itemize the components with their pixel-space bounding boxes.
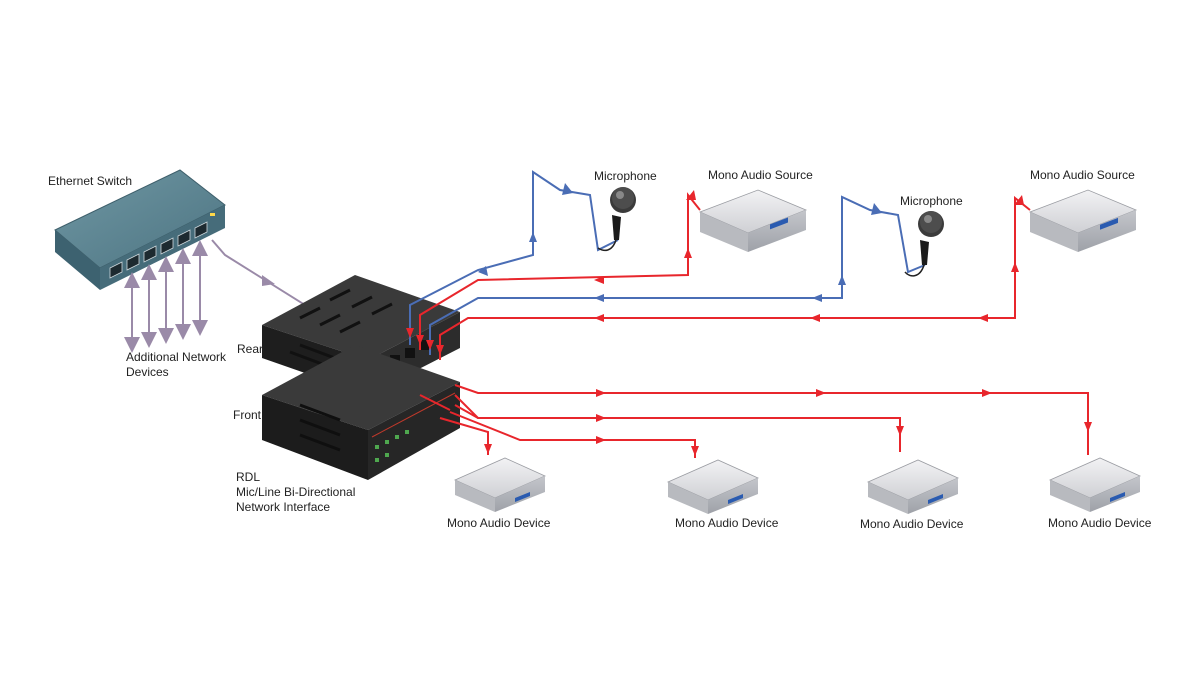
mono-audio-source-1 — [698, 189, 808, 252]
mono-audio-source-2-label: Mono Audio Source — [1030, 168, 1135, 182]
front-label: Front — [233, 408, 262, 422]
microphone-1 — [597, 187, 636, 252]
mono-audio-device-1 — [454, 457, 546, 512]
signal-lines-outputs — [419, 384, 1089, 458]
additional-network-label-2: Devices — [126, 365, 169, 379]
rdl-label-3: Network Interface — [236, 500, 330, 514]
microphone-1-label: Microphone — [594, 169, 657, 183]
input-arrowheads — [406, 183, 1024, 355]
mono-audio-device-4 — [1049, 457, 1141, 512]
mono-audio-device-2 — [667, 459, 759, 514]
mono-audio-source-1-label: Mono Audio Source — [708, 168, 813, 182]
rdl-label-1: RDL — [236, 470, 260, 484]
rdl-interface-front — [262, 345, 460, 480]
mono-audio-device-1-label: Mono Audio Device — [447, 516, 551, 530]
mono-audio-source-2 — [1028, 189, 1138, 252]
switch-ports — [109, 221, 208, 279]
mono-audio-device-3 — [867, 459, 959, 514]
output-arrowheads — [484, 389, 1092, 456]
mono-audio-device-3-label: Mono Audio Device — [860, 517, 964, 531]
microphone-2 — [904, 211, 944, 277]
ethernet-switch — [54, 169, 226, 290]
microphone-2-label: Microphone — [900, 194, 963, 208]
rear-label: Rear — [237, 342, 263, 356]
ethernet-switch-label: Ethernet Switch — [48, 174, 132, 188]
additional-network-label: Additional Network — [126, 350, 227, 364]
network-link-arrow — [262, 275, 275, 286]
rdl-label-2: Mic/Line Bi-Directional — [236, 485, 355, 499]
mono-audio-device-4-label: Mono Audio Device — [1048, 516, 1152, 530]
mono-audio-device-2-label: Mono Audio Device — [675, 516, 779, 530]
